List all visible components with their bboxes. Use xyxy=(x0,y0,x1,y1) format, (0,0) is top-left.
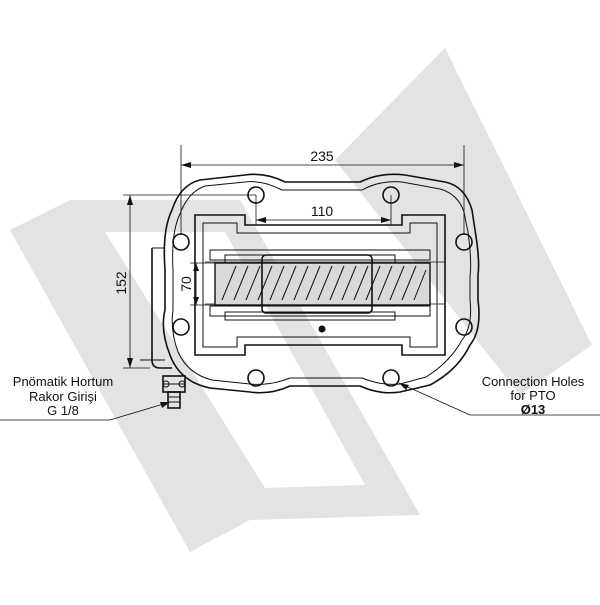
dimension-overall-height-label: 152 xyxy=(113,271,129,295)
pneumatic-fitting xyxy=(162,375,186,409)
fitting-leader xyxy=(0,401,171,421)
pto-annotation-line2: for PTO xyxy=(510,388,555,403)
side-bracket xyxy=(140,247,172,369)
fitting-annotation-line1: Pnömatik Hortum xyxy=(13,374,113,389)
dimension-gear-height xyxy=(190,262,215,306)
housing-opening xyxy=(194,214,446,356)
fitting-annotation-line2: Rakor Girişi xyxy=(29,389,97,404)
pto-annotation-line3: Ø13 xyxy=(521,402,546,417)
pto-annotation-line1: Connection Holes xyxy=(482,374,585,389)
flange-outline xyxy=(162,173,480,394)
dimension-gear-height-label: 70 xyxy=(178,276,194,292)
gear-assembly xyxy=(205,249,445,333)
dimension-hole-spacing xyxy=(255,195,392,225)
pto-holes-leader xyxy=(398,382,600,416)
dimension-overall-width-label: 235 xyxy=(310,148,334,164)
dimension-hole-spacing-label: 110 xyxy=(311,203,334,219)
dimension-overall-height xyxy=(123,194,256,369)
fitting-annotation-line3: G 1/8 xyxy=(47,403,79,418)
dimension-overall-width xyxy=(180,145,465,235)
